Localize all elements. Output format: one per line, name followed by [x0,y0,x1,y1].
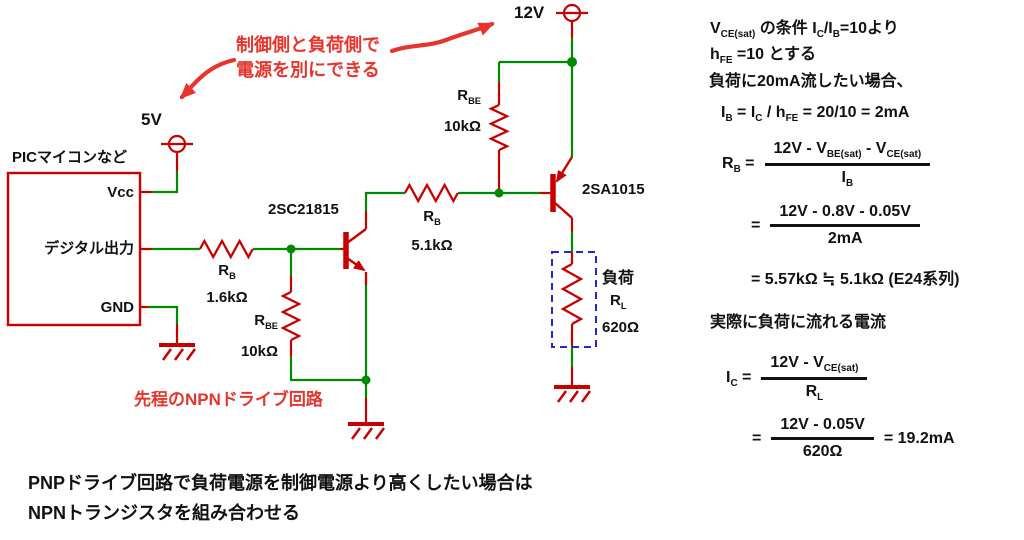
r1-name: RB [218,262,236,281]
calc-line4: IB = IC / hFE = 20/10 = 2mA [721,104,910,125]
r1-value: 1.6kΩ [206,289,248,306]
resistor-r2 [280,290,302,342]
mcu-box [6,171,142,327]
r3-value: 5.1kΩ [411,237,453,254]
r2-name: RBE [254,312,278,331]
supply-5v-label: 5V [141,110,162,129]
rb-step2-fraction: 12V - 0.8V - 0.05V 2mA [770,203,920,248]
r1-label: RB 1.6kΩ [181,260,273,308]
rb-step2-numerator: 12V - 0.8V - 0.05V [770,203,920,227]
ic-step2-equals: = [752,429,762,447]
annotation-arrows [179,21,495,100]
q1-label: 2SC21815 [268,201,339,218]
annotation-arrow-right [389,21,495,54]
r3-label: RB 5.1kΩ [391,205,473,257]
power-symbol-5v [161,134,193,154]
ground-symbol-q1 [348,422,386,440]
resistor-load [560,262,584,326]
junction-dots [286,57,577,385]
rb-denominator: IB [841,169,854,190]
rb-lhs: RB = [722,154,755,175]
load-value: 620Ω [602,319,640,336]
power-note-line2: 電源を別にできる [236,60,380,80]
power-symbol-12v [556,3,588,23]
power-note: 制御側と負荷側で 電源を別にできる [228,33,388,83]
r4-label: RBE 10kΩ [400,83,481,139]
transistor-q1 [343,228,368,285]
bottom-note: PNPドライブ回路で負荷電源を制御電源より高くしたい場合は NPNトランジスタを… [28,468,533,528]
calc-line1: VCE(sat) の条件 IC/IB=10より [710,20,899,41]
calc-rb-equation: RB = 12V - VBE(sat) - VCE(sat) IB [722,140,931,190]
bottom-note-line2: NPNトランジスタを組み合わせる [28,503,301,523]
ic-step2-denominator: 620Ω [802,443,843,460]
mcu-pin-digital-out: デジタル出力 [44,240,134,257]
calc-ic-step2: = 12V - 0.05V 620Ω = 19.2mA [752,416,955,461]
r4-value: 10kΩ [443,118,481,135]
load-outline [551,251,597,348]
calc-line3: 負荷に20mA流したい場合、 [709,73,913,90]
supply-12v-label: 12V [514,3,545,22]
r2-label: RBE 10kΩ [198,308,278,364]
bottom-note-line1: PNPドライブ回路で負荷電源を制御電源より高くしたい場合は [28,473,533,493]
calc-ic-equation: IC = 12V - VCE(sat) RL [726,354,868,404]
mcu-pin-vcc: Vcc [107,184,134,201]
calc-rb-result: = 5.57kΩ ≒ 5.1kΩ (E24系列) [751,271,960,288]
transistor-q2 [550,156,574,219]
ic-denominator: RL [805,383,824,404]
rb-step2-denominator: 2mA [827,230,863,247]
mcu-pin-gnd: GND [100,299,134,316]
resistor-r1 [198,238,254,260]
r3-name: RB [423,208,441,227]
calc-rb-step2: = 12V - 0.8V - 0.05V 2mA [751,203,920,248]
pin-stubs [140,21,574,422]
ic-result: = 19.2mA [883,429,955,447]
rb-numerator: 12V - VBE(sat) - VCE(sat) [764,140,931,167]
q2-label: 2SA1015 [582,181,645,198]
rb-fraction: 12V - VBE(sat) - VCE(sat) IB [764,140,931,190]
resistor-r3 [403,182,459,204]
load-label: 負荷 RL 620Ω [602,268,639,339]
ground-symbol-mcu [159,343,197,361]
ic-step2-numerator: 12V - 0.05V [771,416,874,440]
calc-line8: 実際に負荷に流れる電流 [710,314,887,331]
calc-line2: hFE =10 とする [710,46,817,67]
load-name-jp: 負荷 [602,270,635,287]
ic-numerator: 12V - VCE(sat) [761,354,868,381]
ground-symbol-load [554,385,592,403]
ic-step2-fraction: 12V - 0.05V 620Ω [771,416,874,461]
mcu-title: PICマイコンなど [12,149,128,166]
r2-value: 10kΩ [240,343,278,360]
annotation-arrow-left [179,57,237,100]
r4-name: RBE [457,87,481,106]
rb-step2-equals: = [751,216,761,234]
resistor-r4 [488,103,510,152]
power-note-line1: 制御側と負荷側で [236,35,380,55]
ic-lhs: IC = [726,368,752,389]
npn-note: 先程のNPNドライブ回路 [134,390,323,409]
load-ref: RL [610,292,627,311]
ic-fraction: 12V - VCE(sat) RL [761,354,868,404]
resistors [198,103,584,342]
